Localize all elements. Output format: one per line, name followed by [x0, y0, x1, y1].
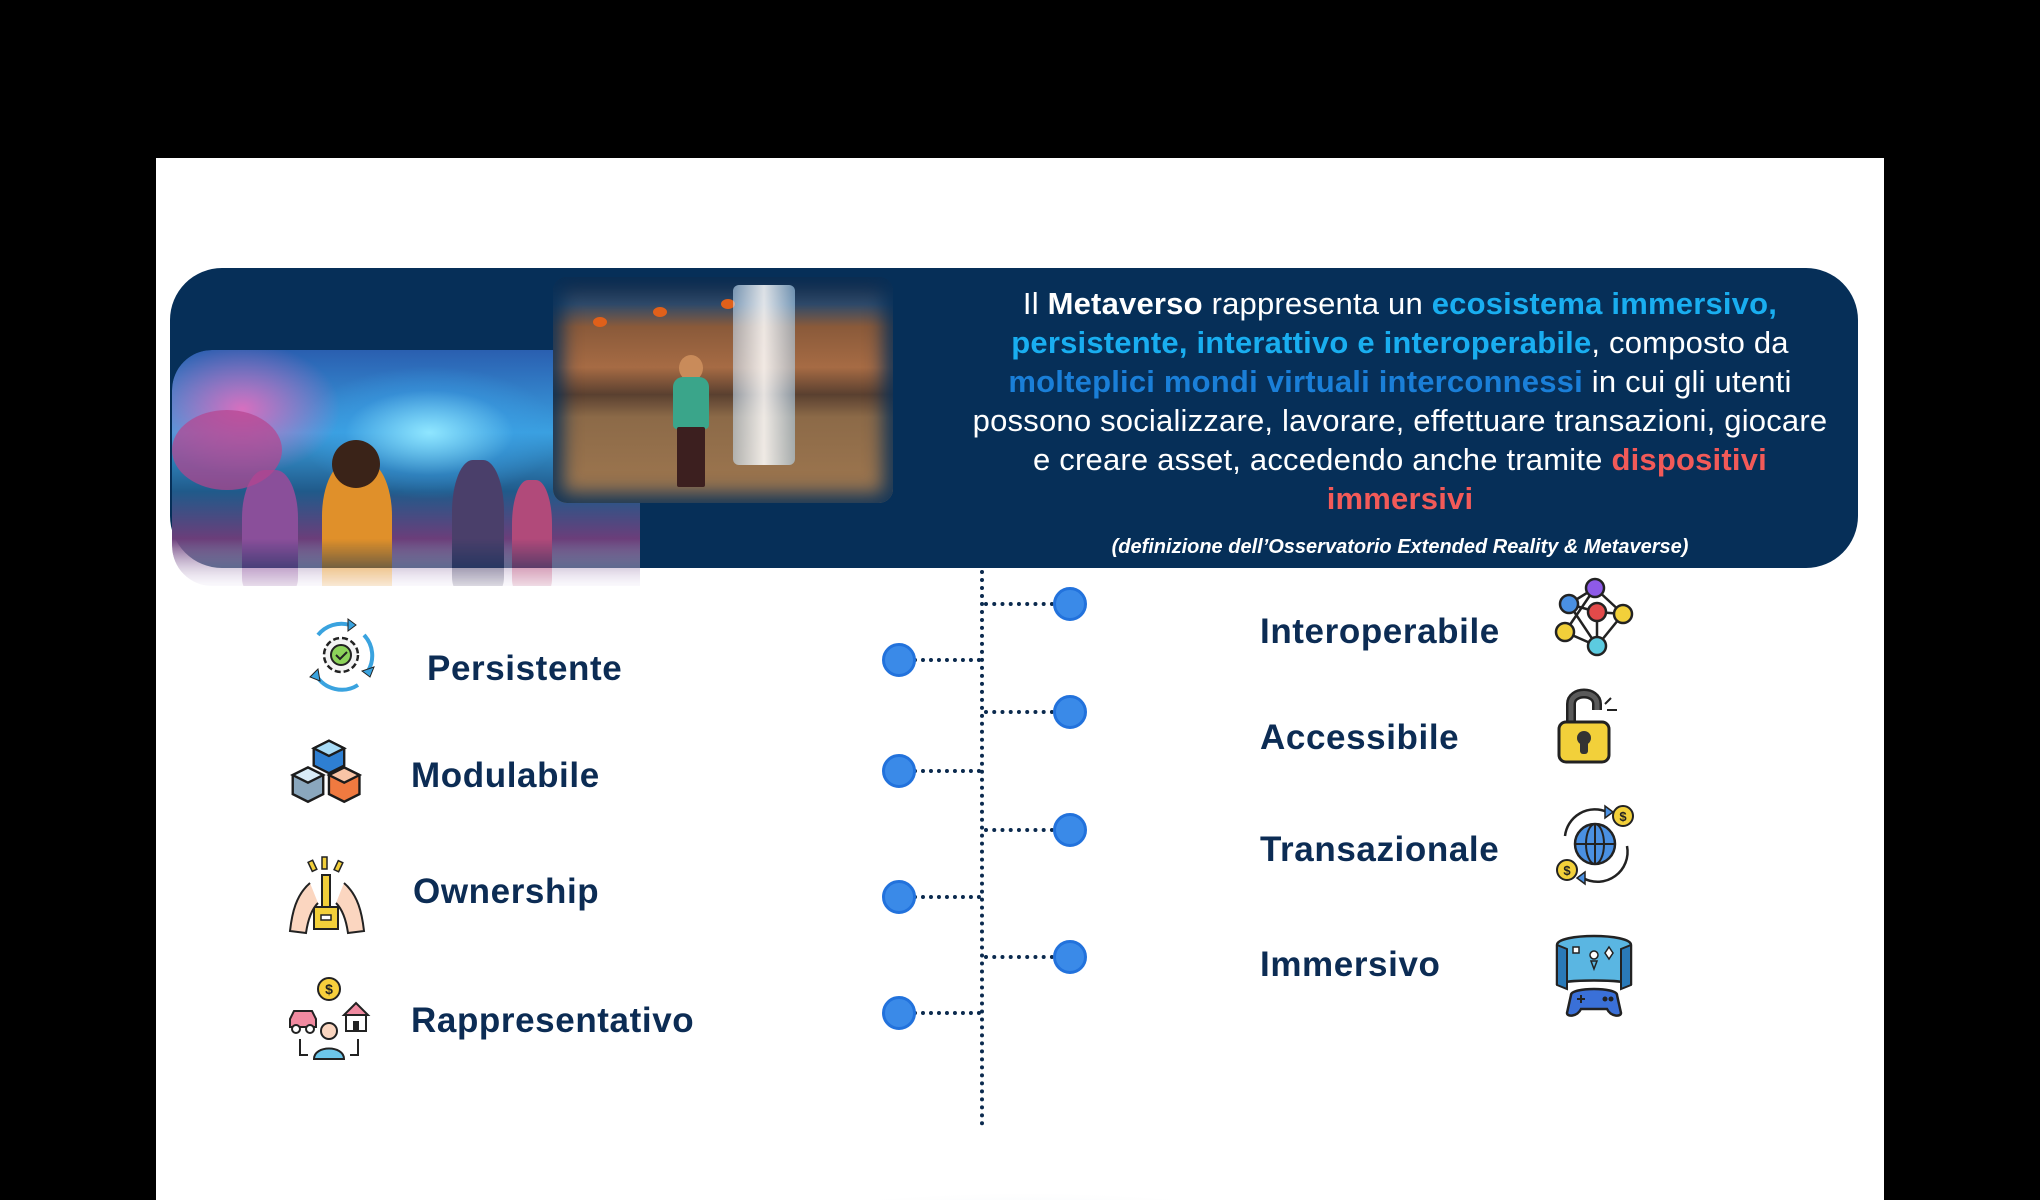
hands-key-icon — [288, 856, 366, 935]
connector-dot-persistente — [882, 643, 916, 677]
definition-intro: Il — [1022, 286, 1048, 321]
feature-label: Ownership — [413, 872, 600, 911]
feature-rappresentativo: $ Rappresentativo — [286, 975, 694, 1061]
connector-dot-transazionale — [1053, 813, 1087, 847]
connector-stub — [984, 602, 1054, 606]
highlight-devices: dispositivi immersivi — [1326, 442, 1767, 516]
definition-text: Il Metaverso rappresenta un ecosistema i… — [960, 284, 1840, 518]
person-assets-icon: $ — [289, 977, 371, 1060]
connector-dot-rappresentativo — [882, 996, 916, 1030]
feature-label: Modulabile — [411, 756, 600, 795]
highlight-worlds: molteplici mondi virtuali interconnessi — [1008, 364, 1583, 399]
definition-text-segment: rappresenta un — [1202, 286, 1432, 321]
globe-exchange-icon: $ $ — [1556, 804, 1634, 886]
connector-dot-accessibile — [1053, 695, 1087, 729]
definition-text-segment: , composto da — [1591, 325, 1789, 360]
connector-dot-interoperabile — [1053, 587, 1087, 621]
immersive-gaming-icon — [1555, 934, 1633, 1017]
connector-dot-immersivo — [1053, 940, 1087, 974]
feature-label: Transazionale — [1260, 830, 1500, 869]
feature-label: Persistente — [427, 649, 623, 688]
feature-modulabile: Modulabile — [282, 735, 600, 817]
svg-text:$: $ — [325, 981, 333, 997]
feature-label: Rappresentativo — [411, 1001, 695, 1040]
feature-interoperabile: Interoperabile — [1260, 576, 1637, 662]
connector-dot-modulabile — [882, 754, 916, 788]
connector-spine — [980, 570, 984, 1126]
open-padlock-icon — [1557, 688, 1617, 764]
connector-stub — [984, 955, 1054, 959]
feature-label: Interoperabile — [1260, 612, 1500, 651]
feature-label: Immersivo — [1260, 945, 1441, 984]
feature-ownership: Ownership — [284, 853, 599, 939]
highlight-ecosystem: ecosistema immersivo, persistente, inter… — [1011, 286, 1778, 360]
gear-cycle-check-icon — [309, 618, 375, 692]
network-nodes-icon — [1554, 577, 1634, 657]
virtual-lobby-image — [553, 277, 893, 503]
svg-text:$: $ — [1563, 863, 1571, 878]
svg-text:$: $ — [1619, 809, 1627, 824]
feature-immersivo: Immersivo — [1260, 926, 1637, 1018]
connector-stub — [913, 769, 981, 773]
connector-stub — [913, 658, 981, 662]
connector-stub — [913, 1011, 981, 1015]
slide: Il Metaverso rappresenta un ecosistema i… — [156, 158, 1884, 1200]
definition-citation: (definizione dell’Osservatorio Extended … — [1111, 536, 1689, 558]
cubes-icon — [290, 739, 363, 804]
feature-accessibile: Accessibile — [1260, 682, 1637, 768]
feature-label: Accessibile — [1260, 718, 1460, 757]
feature-transazionale: Transazionale $ $ — [1260, 800, 1637, 886]
connector-stub — [913, 895, 981, 899]
definition-text-segment: in cui gli utenti possono socializzare, … — [972, 364, 1828, 477]
connector-stub — [984, 710, 1054, 714]
definition-term: Metaverso — [1047, 286, 1203, 321]
connector-stub — [984, 828, 1054, 832]
connector-dot-ownership — [882, 880, 916, 914]
feature-persistente: Persistente — [298, 613, 622, 699]
